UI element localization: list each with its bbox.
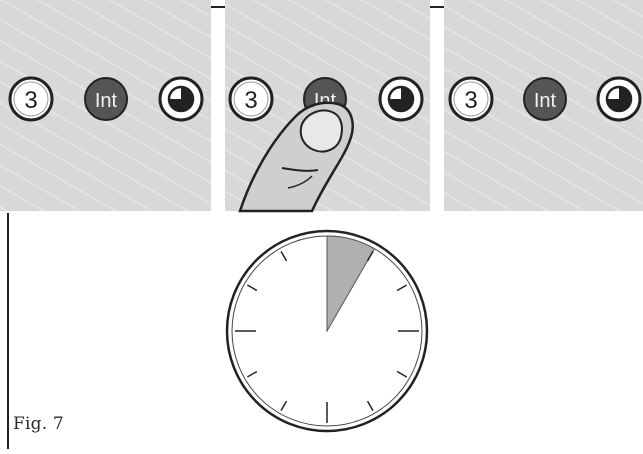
button-3-label: 3: [24, 87, 37, 114]
button-3-label: 3: [244, 87, 257, 114]
figure-caption: Fig. 7: [13, 414, 64, 434]
control-panel-3: 3 Int: [444, 0, 643, 211]
timer-button[interactable]: [160, 78, 202, 120]
timer-button[interactable]: [598, 78, 640, 120]
button-3[interactable]: 3: [230, 78, 272, 120]
control-panel-2: 3 Int: [225, 0, 430, 211]
button-int-label: Int: [95, 90, 118, 112]
button-3[interactable]: 3: [10, 78, 52, 120]
button-3-label: 3: [464, 87, 477, 114]
control-panel-1: 3 Int: [0, 0, 211, 211]
button-int[interactable]: Int: [85, 78, 127, 120]
button-int-label: Int: [534, 90, 557, 112]
button-3[interactable]: 3: [450, 78, 492, 120]
button-int[interactable]: Int: [524, 78, 566, 120]
timer-button[interactable]: [380, 78, 422, 120]
clock-dial: [227, 231, 427, 431]
